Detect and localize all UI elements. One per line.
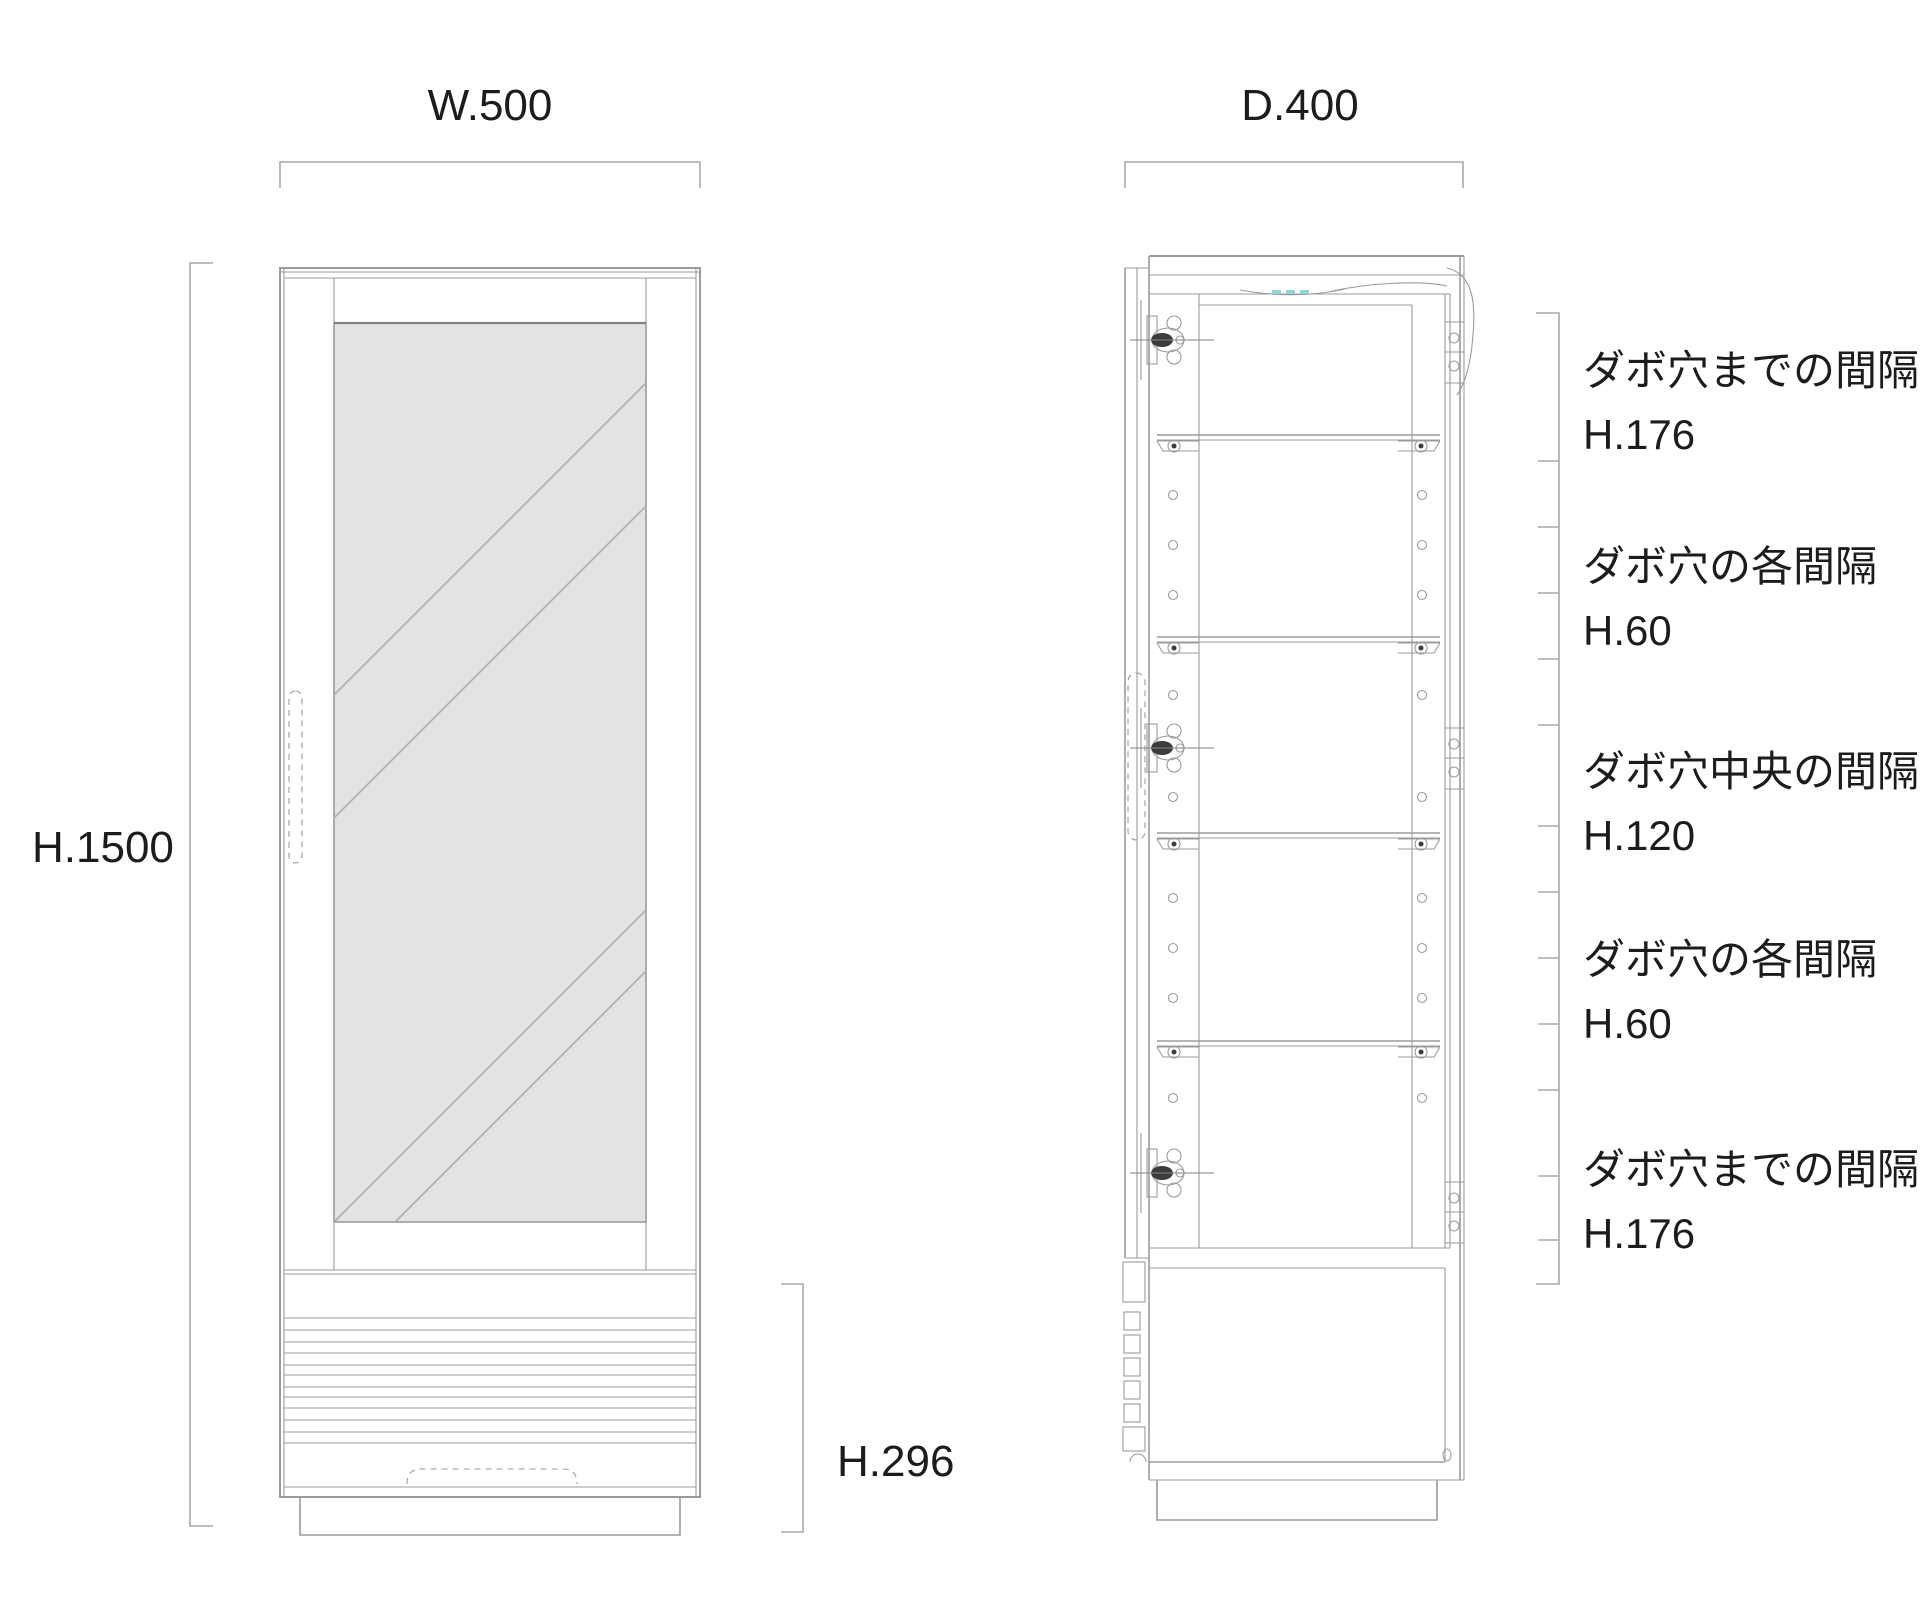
width-dimension-label: W.500 (427, 81, 553, 130)
side-carcass (1148, 256, 1450, 1480)
front-view (189, 161, 804, 1536)
dowel-annotation-5: ダボ穴までの間隔 H.176 (1583, 1138, 1919, 1266)
front-glass-door (284, 278, 696, 1275)
side-plinth (1156, 1480, 1438, 1521)
width-dimension-bracket (279, 161, 701, 188)
dowel-annotation-value: H.60 (1583, 607, 1672, 654)
dowel-annotation-2: ダボ穴の各間隔 H.60 (1583, 535, 1877, 663)
side-view (1122, 161, 1560, 1521)
dowel-annotation-text: ダボ穴中央の間隔 (1583, 748, 1920, 795)
front-cabinet-outline (279, 267, 701, 1498)
back-connector-middle (1444, 727, 1465, 790)
side-door-section (1124, 267, 1148, 1259)
dowel-annotation-value: H.176 (1583, 1210, 1696, 1257)
dowel-annotation-1: ダボ穴までの間隔 H.176 (1583, 339, 1919, 467)
back-connector-bottom (1444, 1181, 1465, 1244)
shelf-pin-holes-right (1416, 489, 1428, 1104)
dowel-annotation-3: ダボ穴中央の間隔 H.120 (1583, 740, 1919, 868)
dowel-annotation-text: ダボ穴の各間隔 (1583, 543, 1878, 590)
side-back-panel (1444, 256, 1465, 1480)
front-plinth (299, 1497, 681, 1536)
power-cable (1331, 267, 1475, 396)
height-dimension-line (189, 262, 213, 1527)
glass-panel (333, 322, 647, 1223)
back-connector-top (1444, 321, 1465, 384)
dowel-annotation-text: ダボ穴までの間隔 (1583, 347, 1920, 394)
dowel-annotation-value: H.60 (1583, 1000, 1672, 1047)
glass-reflection-lines (333, 382, 647, 1223)
lower-section-height-label: H.296 (837, 1437, 955, 1486)
side-drawer-box (1149, 1268, 1464, 1481)
drawer-handle-recess (406, 1468, 578, 1485)
dowel-annotation-text: ダボ穴の各間隔 (1583, 936, 1878, 983)
shelf-pin-holes-left (1167, 489, 1179, 1104)
drawer-front-slats (284, 1317, 696, 1444)
hinge-top (1129, 299, 1215, 381)
dowel-dimension-line (1536, 312, 1560, 1285)
dowel-annotation-text: ダボ穴までの間隔 (1583, 1146, 1920, 1193)
lower-section-dimension-bracket (781, 1283, 804, 1533)
hinge-bottom (1129, 1132, 1215, 1214)
hinge-middle (1129, 707, 1215, 789)
door-handle-recess-side (1127, 672, 1146, 841)
drawer-slide-clips (1122, 1261, 1147, 1463)
dowel-annotation-value: H.120 (1583, 812, 1696, 859)
door-handle-recess-front (288, 690, 303, 864)
depth-dimension-label: D.400 (1241, 81, 1359, 130)
dowel-annotation-value: H.176 (1583, 411, 1696, 458)
depth-dimension-bracket (1124, 161, 1464, 188)
dowel-annotation-4: ダボ穴の各間隔 H.60 (1583, 928, 1877, 1056)
side-top-panel (1149, 255, 1464, 295)
height-dimension-label: H.1500 (32, 823, 174, 872)
